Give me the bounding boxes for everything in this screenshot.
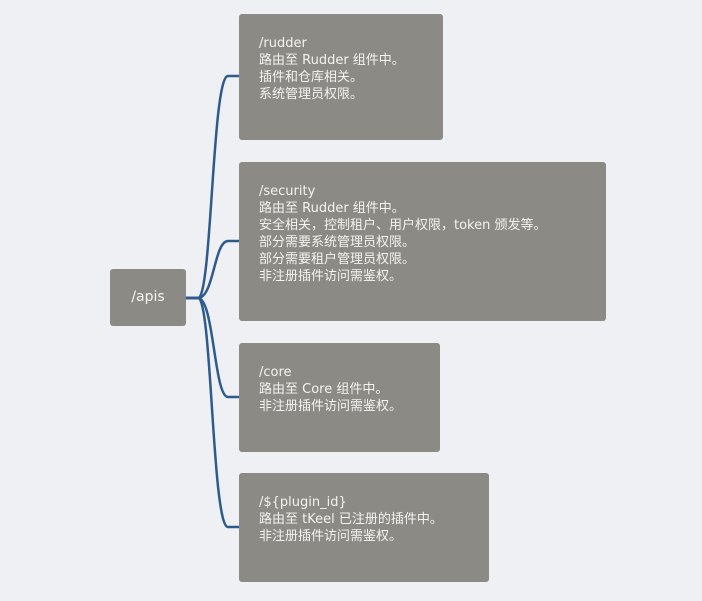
node-line: 系统管理员权限。 — [259, 87, 364, 102]
node-title: /${plugin_id} — [259, 495, 347, 510]
node-core[interactable]: /core 路由至 Core 组件中。 非注册插件访问需鉴权。 — [239, 343, 440, 452]
root-node-apis[interactable]: /apis — [110, 269, 186, 326]
node-rudder[interactable]: /rudder 路由至 Rudder 组件中。 插件和仓库相关。 系统管理员权限… — [239, 14, 443, 140]
node-line: 安全相关，控制租户、用户权限，token 颁发等。 — [259, 218, 547, 233]
node-title: /rudder — [259, 36, 307, 51]
node-title: /core — [259, 365, 292, 380]
node-line: 路由至 tKeel 已注册的插件中。 — [259, 512, 443, 527]
node-title: /security — [259, 184, 316, 199]
node-line: 非注册插件访问需鉴权。 — [259, 529, 403, 544]
node-line: 路由至 Core 组件中。 — [259, 382, 389, 397]
node-line: 部分需要系统管理员权限。 — [259, 235, 416, 250]
link-security — [186, 239, 240, 300]
link-plugin — [186, 296, 240, 529]
node-plugin-id[interactable]: /${plugin_id} 路由至 tKeel 已注册的插件中。 非注册插件访问… — [239, 473, 489, 582]
node-line: 插件和仓库相关。 — [259, 70, 364, 85]
node-line: 路由至 Rudder 组件中。 — [259, 53, 405, 68]
link-core — [186, 296, 240, 399]
link-rudder — [186, 74, 240, 300]
root-label: /apis — [131, 289, 165, 305]
node-line: 路由至 Rudder 组件中。 — [259, 201, 405, 216]
node-security[interactable]: /security 路由至 Rudder 组件中。 安全相关，控制租户、用户权限… — [239, 162, 606, 321]
node-line: 非注册插件访问需鉴权。 — [259, 399, 403, 414]
node-line: 部分需要租户管理员权限。 — [259, 252, 416, 267]
node-line: 非注册插件访问需鉴权。 — [259, 269, 403, 284]
